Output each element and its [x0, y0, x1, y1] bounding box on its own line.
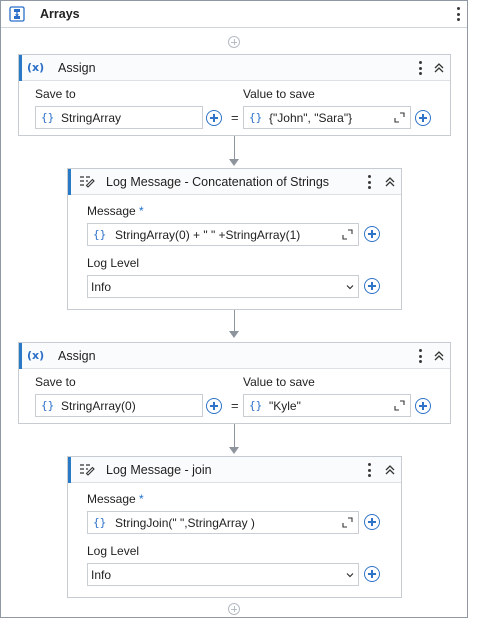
value-to-save-field[interactable]: {} "Kyle": [243, 394, 411, 417]
value-to-save-field[interactable]: {} {"John", "Sara"}: [243, 106, 411, 129]
log-message-activity-1-title: Log Message - Concatenation of Strings: [106, 175, 330, 189]
save-to-label: Save to: [35, 375, 76, 389]
equals-sign: =: [231, 110, 239, 125]
selection-accent: [68, 457, 71, 483]
log-level-label: Log Level: [87, 544, 140, 558]
message-label-text: Message: [87, 492, 136, 506]
chevron-down-icon: [346, 285, 354, 290]
expression-brace-icon: {}: [249, 111, 263, 124]
log-level-plus-icon[interactable]: [364, 278, 380, 294]
selection-accent: [19, 55, 22, 81]
sequence-title: Arrays: [40, 7, 80, 21]
expand-editor-icon[interactable]: [342, 517, 353, 528]
equals-sign: =: [231, 398, 239, 413]
expand-editor-icon[interactable]: [394, 400, 405, 411]
log-message-activity-1-header[interactable]: Log Message - Concatenation of Strings: [68, 169, 401, 195]
add-activity-bottom-icon[interactable]: [228, 603, 240, 615]
assign-activity-2[interactable]: (x) Assign Save to Value to save {} Stri…: [18, 342, 451, 424]
assign-activity-2-more-icon[interactable]: [415, 348, 425, 364]
selection-accent: [19, 343, 22, 369]
sequence-header[interactable]: Arrays: [1, 1, 467, 28]
message-label-text: Message: [87, 204, 136, 218]
connector-line: [234, 310, 235, 332]
connector-arrow-icon: [229, 331, 239, 338]
save-to-label: Save to: [35, 87, 76, 101]
log-message-activity-2-title: Log Message - join: [106, 463, 212, 477]
variable-x-icon: (x): [27, 349, 45, 362]
expression-brace-icon: {}: [41, 399, 55, 412]
value-plus-icon[interactable]: [415, 398, 431, 414]
required-marker: *: [139, 204, 144, 218]
sequence-more-icon[interactable]: [453, 6, 463, 22]
log-message-activity-2-collapse-icon[interactable]: [384, 463, 396, 477]
log-message-activity-2-more-icon[interactable]: [364, 462, 374, 478]
log-level-label: Log Level: [87, 256, 140, 270]
assign-activity-1-header[interactable]: (x) Assign: [19, 55, 450, 81]
save-to-value: StringArray: [61, 111, 122, 125]
save-to-plus-icon[interactable]: [206, 110, 222, 126]
message-plus-icon[interactable]: [364, 226, 380, 242]
assign-activity-1-more-icon[interactable]: [415, 60, 425, 76]
save-to-plus-icon[interactable]: [206, 398, 222, 414]
sequence-container[interactable]: Arrays (x) Assign Save to Value to save …: [0, 0, 468, 618]
message-plus-icon[interactable]: [364, 514, 380, 530]
expand-editor-icon[interactable]: [394, 112, 405, 123]
save-to-field[interactable]: {} StringArray: [35, 106, 203, 129]
assign-activity-1[interactable]: (x) Assign Save to Value to save {} Stri…: [18, 54, 451, 136]
assign-activity-1-collapse-icon[interactable]: [433, 61, 445, 75]
log-level-select[interactable]: Info: [87, 563, 359, 586]
add-activity-top-icon[interactable]: [228, 36, 240, 48]
expand-editor-icon[interactable]: [342, 229, 353, 240]
message-field[interactable]: {} StringJoin(" ",StringArray ): [87, 511, 359, 534]
save-to-value: StringArray(0): [61, 399, 136, 413]
log-message-activity-1-more-icon[interactable]: [364, 174, 374, 190]
connector-line: [234, 136, 235, 160]
required-marker: *: [139, 492, 144, 506]
log-message-activity-1-collapse-icon[interactable]: [384, 175, 396, 189]
save-to-field[interactable]: {} StringArray(0): [35, 394, 203, 417]
message-field[interactable]: {} StringArray(0) + " " +StringArray(1): [87, 223, 359, 246]
value-plus-icon[interactable]: [415, 110, 431, 126]
log-message-activity-2-header[interactable]: Log Message - join: [68, 457, 401, 483]
value-to-save-value: {"John", "Sara"}: [269, 111, 353, 125]
connector-arrow-icon: [229, 447, 239, 454]
value-to-save-label: Value to save: [243, 87, 315, 101]
log-level-plus-icon[interactable]: [364, 566, 380, 582]
message-value: StringArray(0) + " " +StringArray(1): [115, 228, 301, 242]
expression-brace-icon: {}: [249, 399, 263, 412]
connector-arrow-icon: [229, 159, 239, 166]
log-level-select[interactable]: Info: [87, 275, 359, 298]
assign-activity-1-title: Assign: [58, 61, 96, 75]
message-value: StringJoin(" ",StringArray ): [115, 516, 255, 530]
expression-brace-icon: {}: [93, 516, 107, 529]
variable-x-icon: (x): [27, 61, 45, 74]
assign-activity-2-title: Assign: [58, 349, 96, 363]
expression-brace-icon: {}: [93, 228, 107, 241]
value-to-save-label: Value to save: [243, 375, 315, 389]
message-label: Message *: [87, 204, 144, 218]
assign-activity-2-header[interactable]: (x) Assign: [19, 343, 450, 369]
connector-line: [234, 424, 235, 448]
value-to-save-value: "Kyle": [269, 399, 301, 413]
log-message-activity-1[interactable]: Log Message - Concatenation of Strings M…: [67, 168, 402, 310]
log-message-activity-2[interactable]: Log Message - join Message * {} StringJo…: [67, 456, 402, 598]
assign-activity-2-collapse-icon[interactable]: [433, 349, 445, 363]
log-message-icon: [80, 176, 95, 188]
log-level-value: Info: [91, 280, 112, 294]
expression-brace-icon: {}: [41, 111, 55, 124]
sequence-icon: [9, 6, 25, 22]
message-label: Message *: [87, 492, 144, 506]
selection-accent: [68, 169, 71, 195]
log-level-value: Info: [91, 568, 112, 582]
chevron-down-icon: [346, 573, 354, 578]
log-message-icon: [80, 464, 95, 476]
